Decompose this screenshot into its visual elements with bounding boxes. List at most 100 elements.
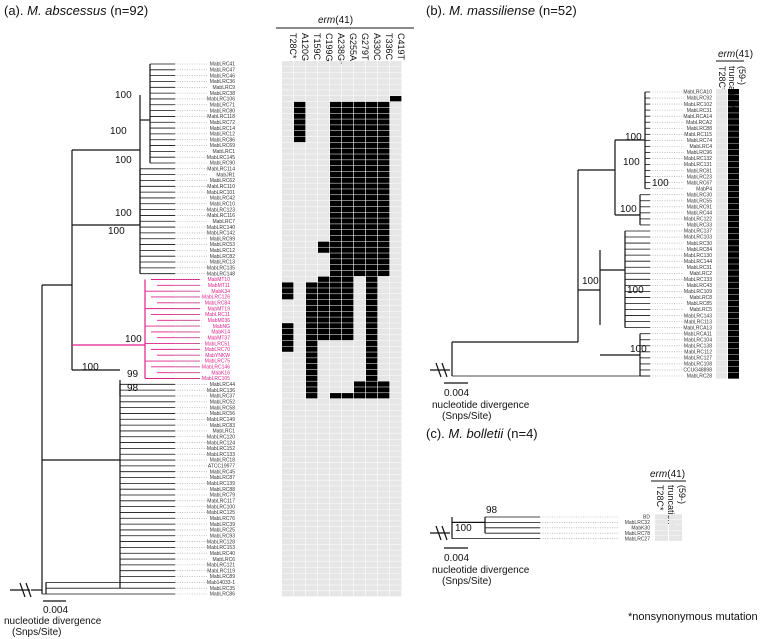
panel-a-matrix-cell <box>330 270 342 277</box>
panel-a-matrix-cell <box>342 90 354 96</box>
panel-b-matrix-cell <box>728 88 739 95</box>
panel-b-matrix-cell <box>716 125 727 131</box>
panel-b-matrix-cell <box>728 113 739 119</box>
panel-a-leaf-label: MabLRC11 <box>205 312 230 318</box>
panel-a-matrix-cell <box>378 567 390 574</box>
panel-a-matrix-cell <box>318 229 330 236</box>
panel-a-matrix-cell <box>294 107 306 114</box>
panel-a-matrix-cell <box>318 428 330 434</box>
panel-c-root-break <box>435 525 442 541</box>
panel-a-matrix-cell <box>390 521 402 527</box>
panel-a-matrix-cell <box>330 457 342 463</box>
panel-a-matrix-cell <box>294 404 306 411</box>
panel-b-leaf-label: MabLRC4 <box>689 144 712 150</box>
panel-a-matrix-cell <box>366 101 378 108</box>
panel-a-matrix-cell <box>366 299 378 306</box>
panel-a-matrix-cell <box>318 253 330 259</box>
panel-a-matrix-cell <box>390 305 402 312</box>
panel-a-matrix-cell <box>342 276 354 282</box>
panel-b-leaf-label: MabLRC115 <box>684 132 712 138</box>
panel-a-matrix-cell <box>342 468 354 475</box>
panel-c-matrix-cell <box>669 535 682 541</box>
panel-b-leaf-label: MabLRC31 <box>687 265 713 271</box>
panel-a-matrix-cell <box>318 381 330 387</box>
panel-a-matrix-cell <box>282 148 294 154</box>
panel-a-leaf-label: MabLRC36 <box>210 79 236 85</box>
panel-a-matrix-cell <box>282 84 294 90</box>
panel-b-leaf-label: MabLRC43 <box>687 283 713 289</box>
panel-a-matrix-cell <box>366 486 378 492</box>
panel-a-matrix-cell <box>378 474 390 480</box>
panel-a-matrix-cell <box>354 591 366 597</box>
panel-b-leaf-label: MabLRCA10 <box>683 90 712 96</box>
panel-b-matrix-cell <box>716 203 727 210</box>
panel-a-matrix-cell <box>282 410 294 416</box>
panel-a-matrix-cell <box>318 247 330 253</box>
panel-a-matrix-cell <box>282 171 294 178</box>
panel-a-leaf-label: MabK34 <box>211 289 230 295</box>
panel-c-bootstrap-value: 98 <box>486 505 498 516</box>
panel-a-matrix-cell <box>294 561 306 568</box>
panel-a-matrix-cell <box>366 527 378 533</box>
panel-a-matrix-cell <box>294 398 306 405</box>
panel-a-matrix-cell <box>282 532 294 539</box>
panel-a-leaf-label: MabLRC135 <box>207 266 235 272</box>
panel-a-matrix-cell <box>282 346 294 352</box>
panel-a-leaf-label: MabJR1 <box>216 172 235 178</box>
panel-a-mutation-matrix <box>282 61 402 597</box>
panel-a-matrix-cell <box>282 468 294 475</box>
panel-b-leaf-label: MabLRC102 <box>684 102 712 108</box>
panel-a-matrix-cell <box>342 439 354 445</box>
panel-a-matrix-cell <box>342 253 354 259</box>
panel-a-matrix-cell <box>318 270 330 277</box>
panel-b-leaf-label: MabLRC108 <box>684 362 712 368</box>
panel-a-matrix-cell <box>390 375 402 381</box>
panel-a-matrix-cell <box>354 515 366 521</box>
panel-a-bootstrap-value: 100 <box>115 90 132 101</box>
panel-a-matrix-cell <box>330 387 342 393</box>
panel-a-matrix-cell <box>282 375 294 381</box>
panel-c-column-label: T28C* <box>655 485 665 511</box>
panel-a-matrix-cell <box>342 340 354 346</box>
panel-c-matrix-cell <box>669 519 682 525</box>
panel-a-matrix-cell <box>318 66 330 73</box>
panel-a-leaf-label: MabLRC99 <box>210 236 236 242</box>
panel-a-matrix-cell <box>294 72 306 79</box>
panel-a-matrix-cell <box>282 113 294 119</box>
panel-a-matrix-cell <box>318 503 330 510</box>
panel-a-matrix-cell <box>282 363 294 370</box>
panel-b-scale-caption: nucleotide divergence <box>432 400 530 411</box>
panel-a-matrix-cell <box>330 136 342 143</box>
panel-a-matrix-cell <box>354 509 366 515</box>
panel-a-matrix-cell <box>342 282 354 288</box>
panel-a-leaf-label: MabLRC139 <box>207 481 235 487</box>
panel-a-matrix-cell <box>378 340 390 346</box>
panel-a-matrix-cell <box>306 183 318 189</box>
panel-a-matrix-cell <box>318 224 330 230</box>
panel-b-leaf-label: MabLRC138 <box>684 343 712 349</box>
panel-a-matrix-cell <box>330 165 342 172</box>
panel-a-matrix-cell <box>294 340 306 346</box>
panel-a-matrix-cell <box>354 125 366 131</box>
panel-a-matrix-cell <box>390 381 402 387</box>
panel-a-leaf-label: MabLRC105 <box>202 376 230 382</box>
panel-a-matrix-cell <box>390 462 402 469</box>
panel-a-matrix-cell <box>282 486 294 492</box>
panel-b-matrix-cell <box>728 282 739 288</box>
panel-a-matrix-cell <box>306 229 318 236</box>
panel-a-matrix-cell <box>318 177 330 183</box>
panel-a-matrix-cell <box>390 544 402 550</box>
panel-a-matrix-cell <box>366 509 378 515</box>
panel-a-matrix-cell <box>390 329 402 335</box>
panel-a-matrix-cell <box>378 334 390 341</box>
panel-b-matrix-cell <box>728 173 739 180</box>
panel-c-scale-caption: nucleotide divergence <box>432 565 530 576</box>
panel-a-matrix-cell <box>318 451 330 457</box>
panel-a-matrix-cell <box>318 538 330 544</box>
panel-a-matrix-cell <box>342 113 354 119</box>
panel-a-matrix-cell <box>354 445 366 451</box>
panel-a-matrix-cell <box>318 550 330 556</box>
panel-a-matrix-cell <box>342 160 354 166</box>
panel-a-matrix-cell <box>390 72 402 79</box>
panel-a-matrix-cell <box>306 148 318 154</box>
